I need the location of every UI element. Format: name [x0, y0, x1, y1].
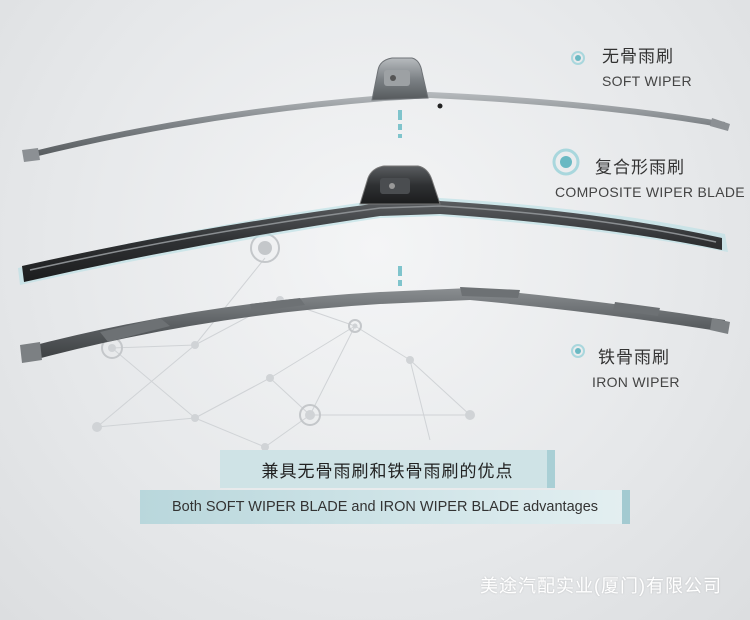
iron-wiper-blade: [20, 287, 730, 363]
composite-wiper-blade: [18, 165, 728, 285]
soft-wiper-blade: [22, 57, 730, 162]
target-dot-icon: [552, 148, 580, 176]
composite-wiper-label: 复合形雨刷 COMPOSITE WIPER BLADE: [555, 153, 745, 200]
composite-wiper-name-cn: 复合形雨刷: [595, 158, 685, 177]
target-dot-icon: [571, 344, 585, 358]
iron-wiper-name-cn: 铁骨雨刷: [598, 348, 670, 367]
advantage-banner-cn: 兼具无骨雨刷和铁骨雨刷的优点: [220, 450, 555, 488]
soft-wiper-name-cn: 无骨雨刷: [602, 47, 674, 66]
composite-wiper-name-en: COMPOSITE WIPER BLADE: [555, 184, 745, 200]
advantage-banner-en: Both SOFT WIPER BLADE and IRON WIPER BLA…: [140, 490, 630, 524]
soft-wiper-name-en: SOFT WIPER: [602, 73, 692, 89]
iron-wiper-name-en: IRON WIPER: [592, 374, 680, 390]
company-watermark: 美途汽配实业(厦门)有限公司: [480, 576, 722, 596]
network-nodes: [92, 233, 475, 451]
target-dot-icon: [571, 51, 585, 65]
iron-wiper-label: 铁骨雨刷 IRON WIPER: [592, 343, 680, 390]
soft-wiper-label: 无骨雨刷 SOFT WIPER: [602, 42, 692, 89]
center-divider: [398, 110, 402, 286]
network-decoration: [96, 257, 471, 448]
